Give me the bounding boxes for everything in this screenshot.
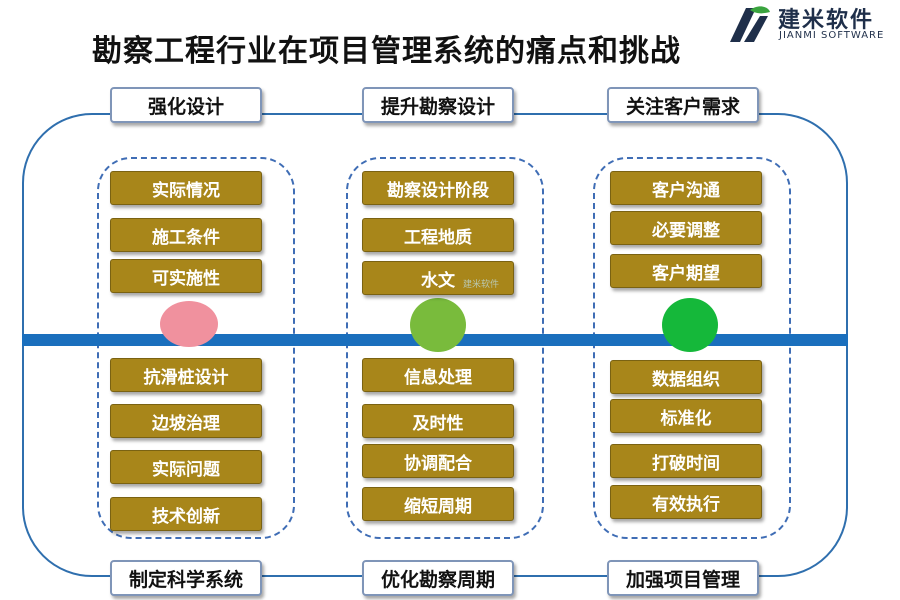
bottom-label-2: 优化勘察周期 bbox=[362, 560, 514, 596]
item-box: 抗滑桩设计 bbox=[110, 358, 262, 392]
column-dot-3 bbox=[662, 298, 718, 352]
item-box: 水文 bbox=[362, 261, 514, 295]
item-box: 必要调整 bbox=[610, 211, 762, 245]
item-box: 实际问题 bbox=[110, 450, 262, 484]
column-group-1 bbox=[97, 157, 295, 539]
bottom-label-1: 制定科学系统 bbox=[110, 560, 262, 596]
leaf-logo-icon bbox=[730, 6, 770, 42]
column-dot-1 bbox=[160, 301, 218, 347]
item-box: 可实施性 bbox=[110, 259, 262, 293]
top-label-2: 提升勘察设计 bbox=[362, 87, 514, 123]
item-box: 施工条件 bbox=[110, 218, 262, 252]
item-box: 技术创新 bbox=[110, 497, 262, 531]
item-box: 标准化 bbox=[610, 399, 762, 433]
top-label-1: 强化设计 bbox=[110, 87, 262, 123]
brand-name: 建米软件 bbox=[778, 8, 875, 33]
bottom-label-3: 加强项目管理 bbox=[607, 560, 759, 596]
item-box: 客户期望 bbox=[610, 254, 762, 288]
item-box: 实际情况 bbox=[110, 171, 262, 205]
top-label-3: 关注客户需求 bbox=[607, 87, 759, 123]
brand-subtitle: JIANMI SOFTWARE bbox=[779, 30, 885, 41]
item-box: 边坡治理 bbox=[110, 404, 262, 438]
brand-logo: 建米软件 JIANMI SOFTWARE bbox=[726, 2, 896, 46]
item-box: 及时性 bbox=[362, 404, 514, 438]
item-box: 信息处理 bbox=[362, 358, 514, 392]
watermark: 建米软件 bbox=[463, 280, 500, 290]
column-dot-2 bbox=[410, 298, 466, 352]
column-group-3 bbox=[593, 157, 791, 539]
item-box: 数据组织 bbox=[610, 360, 762, 394]
item-box: 有效执行 bbox=[610, 485, 762, 519]
item-box: 打破时间 bbox=[610, 444, 762, 478]
item-box: 缩短周期 bbox=[362, 487, 514, 521]
column-group-2 bbox=[346, 157, 544, 539]
item-box: 协调配合 bbox=[362, 444, 514, 478]
item-box: 勘察设计阶段 bbox=[362, 171, 514, 205]
item-box: 工程地质 bbox=[362, 218, 514, 252]
page-title: 勘察工程行业在项目管理系统的痛点和挑战 bbox=[92, 34, 681, 69]
item-box: 客户沟通 bbox=[610, 171, 762, 205]
